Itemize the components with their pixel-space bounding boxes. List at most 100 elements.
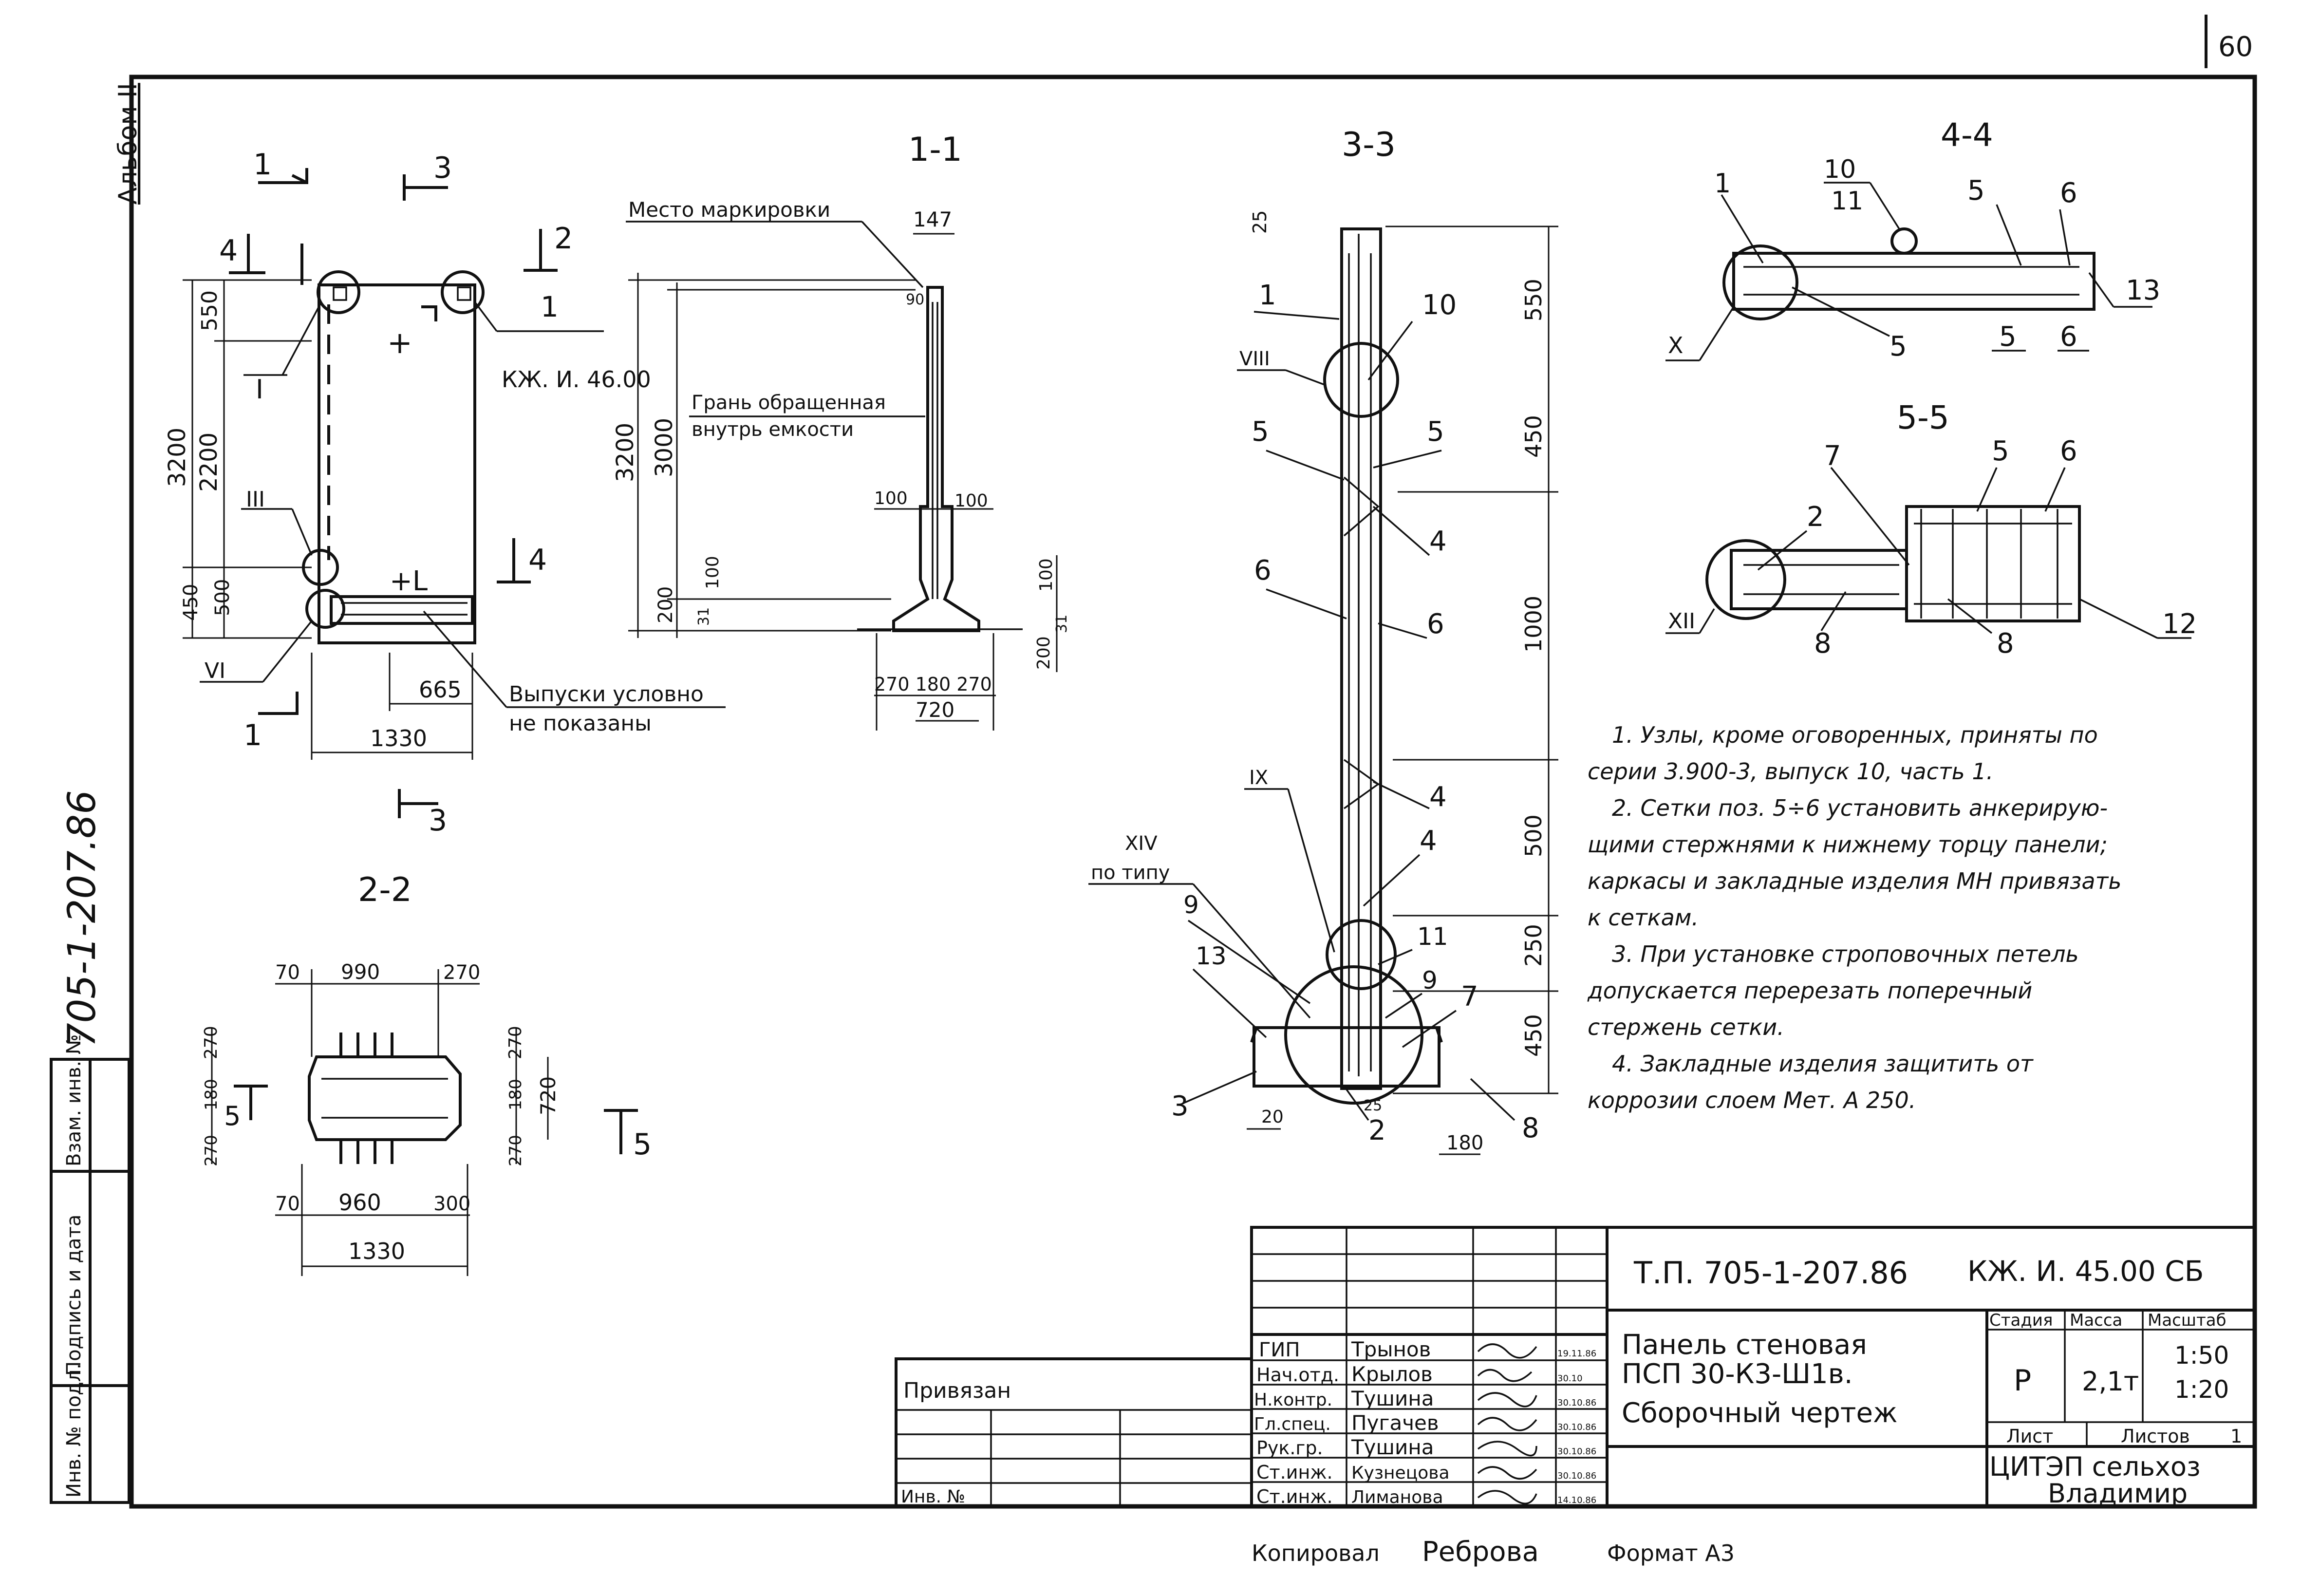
dim-1-1-200b: 200 [1034, 636, 1054, 670]
dim-500: 500 [211, 579, 234, 616]
ref-pos-1: 1 [541, 290, 559, 323]
pos-3-3-4a: 4 [1429, 526, 1447, 557]
copied-label: Копировал [1252, 1540, 1380, 1566]
section-5-5-title: 5-5 [1897, 399, 1949, 436]
node-XIV-label: XIV [1125, 832, 1158, 855]
series-side-label: 705-1-207.86 [60, 790, 104, 1047]
node-III-label: III [246, 487, 265, 512]
note-line-5: каркасы и закладные изделия МН привязать [1588, 868, 2122, 894]
section-2-2-title: 2-2 [358, 871, 412, 909]
signer-date: 19.11.86 [1557, 1349, 1596, 1359]
note-line-6: к сеткам. [1588, 904, 1699, 931]
dim-3-3-250: 250 [1520, 924, 1547, 967]
pos-5-5-12: 12 [2162, 608, 2197, 640]
stamp-inv-label: Инв. № подл. [63, 1363, 85, 1498]
dim-2-2-960: 960 [338, 1189, 381, 1216]
section-4-4-body [1732, 252, 2095, 311]
dim-665: 665 [419, 676, 462, 703]
page-number: 60 [2218, 31, 2253, 63]
pos-4-4-5b: 5 [1889, 331, 1907, 362]
signer-role: Ст.инж. [1256, 1486, 1333, 1507]
section-2-2-profile [308, 1055, 462, 1141]
pos-4-4-6b: 6 [2060, 321, 2077, 353]
project-code: Т.П. 705-1-207.86 [1633, 1255, 1908, 1291]
album-label: Альбом II [113, 83, 143, 205]
signer-date: 30.10 [1557, 1373, 1583, 1384]
note-outlets-2: не показаны [509, 711, 652, 736]
signer-date: 30.10.86 [1557, 1471, 1596, 1481]
pos-5-5-2: 2 [1807, 501, 1824, 533]
signer-role: Н.контр. [1254, 1390, 1332, 1410]
signer-name: Кузнецова [1351, 1463, 1450, 1483]
signer-date: 30.10.86 [1557, 1398, 1596, 1408]
node-VIII-label: VIII [1239, 348, 1270, 370]
node-I-label: I [256, 374, 263, 405]
signature-7 [1477, 1490, 1537, 1504]
title-name-1: Панель стеновая [1622, 1329, 1867, 1361]
dim-1-1-31: 31 [695, 607, 712, 626]
pos-3-3-9a: 9 [1183, 891, 1199, 919]
organization-2: Владимир [2048, 1478, 2188, 1509]
dim-2-2-70b: 70 [275, 1193, 300, 1215]
dim-3-3-550: 550 [1520, 279, 1547, 321]
section-5-5-head [1905, 505, 2081, 622]
section-3-bottom: 3 [429, 804, 447, 838]
organization-1: ЦИТЭП сельхоз [1989, 1451, 2201, 1482]
dim-2-2-180b: 180 [506, 1079, 525, 1110]
dim-1-1-3000: 3000 [651, 418, 678, 477]
sheets-header: Листов [2121, 1426, 2190, 1447]
signer-date: 30.10.86 [1557, 1446, 1596, 1457]
pos-4-4-11: 11 [1831, 187, 1863, 216]
pos-3-3-4c: 4 [1420, 825, 1437, 857]
signature-1 [1477, 1343, 1537, 1359]
section-4-4: 4-4 1 10 11 5 6 13 5 5 6 X [1665, 116, 2160, 362]
section-1-bottom: 1 [243, 718, 262, 752]
pos-3-3-4b: 4 [1429, 781, 1447, 813]
plus-L-mark: +L [390, 565, 428, 597]
pos-3-3-10: 10 [1422, 289, 1457, 321]
dim-450: 450 [180, 584, 202, 621]
section-1-1-profile [892, 286, 980, 632]
section-1-1-title: 1-1 [908, 131, 962, 169]
dim-2-2-180a: 180 [202, 1079, 221, 1110]
section-3-3-foot [1253, 1026, 1440, 1088]
scale-header: Масштаб [2148, 1311, 2226, 1330]
node-X-label: X [1668, 332, 1684, 358]
plus-mark: + [387, 325, 412, 360]
dim-3-3-25: 25 [1249, 210, 1271, 234]
signature-3 [1477, 1392, 1537, 1408]
pos-5-5-6: 6 [2060, 435, 2077, 467]
signer-date: 30.10.86 [1557, 1422, 1596, 1432]
ref-kzh-46: КЖ. И. 46.00 [502, 366, 651, 393]
section-5-5: 5-5 7 5 6 2 8 8 12 XII [1665, 399, 2197, 659]
section-4-right: 4 [528, 543, 547, 577]
signer-name: Крылов [1351, 1362, 1433, 1386]
dim-1-1-100a: 100 [874, 488, 908, 508]
note-line-2: серии 3.900-3, выпуск 10, часть 1. [1588, 758, 1993, 785]
dim-3-3-450: 450 [1520, 415, 1547, 458]
dim-3-3-25b: 25 [1364, 1097, 1382, 1114]
dim-3-3-1000: 1000 [1520, 596, 1547, 653]
dim-3-3-180: 180 [1446, 1132, 1483, 1154]
dim-550: 550 [197, 290, 222, 331]
marking-place-label: Место маркировки [628, 198, 830, 222]
section-3-3-wall [1340, 227, 1382, 1090]
signer-name: Тушина [1351, 1387, 1434, 1410]
node-XII-label: XII [1668, 609, 1695, 634]
node-circle-IX [1326, 919, 1397, 990]
section-1-top: 1 [253, 148, 272, 182]
pos-4-4-13: 13 [2126, 275, 2160, 306]
note-line-11: коррозии слоем Мет. А 250. [1588, 1087, 1916, 1113]
note-line-7: 3. При установке строповочных петель [1612, 941, 2079, 967]
dim-2-2-990: 990 [341, 960, 380, 984]
pos-3-3-7: 7 [1461, 981, 1478, 1013]
node-circle-VIII [1323, 342, 1399, 418]
pos-5-5-8a: 8 [1814, 628, 1832, 659]
pos-4-4-6a: 6 [2060, 177, 2077, 209]
signer-role: Гл.спец. [1254, 1414, 1331, 1434]
scale-value-1: 1:50 [2174, 1341, 2229, 1370]
format-label: Формат А3 [1607, 1540, 1735, 1566]
note-outlets: Выпуски условно [509, 682, 704, 707]
signer-role: Ст.инж. [1256, 1462, 1333, 1483]
